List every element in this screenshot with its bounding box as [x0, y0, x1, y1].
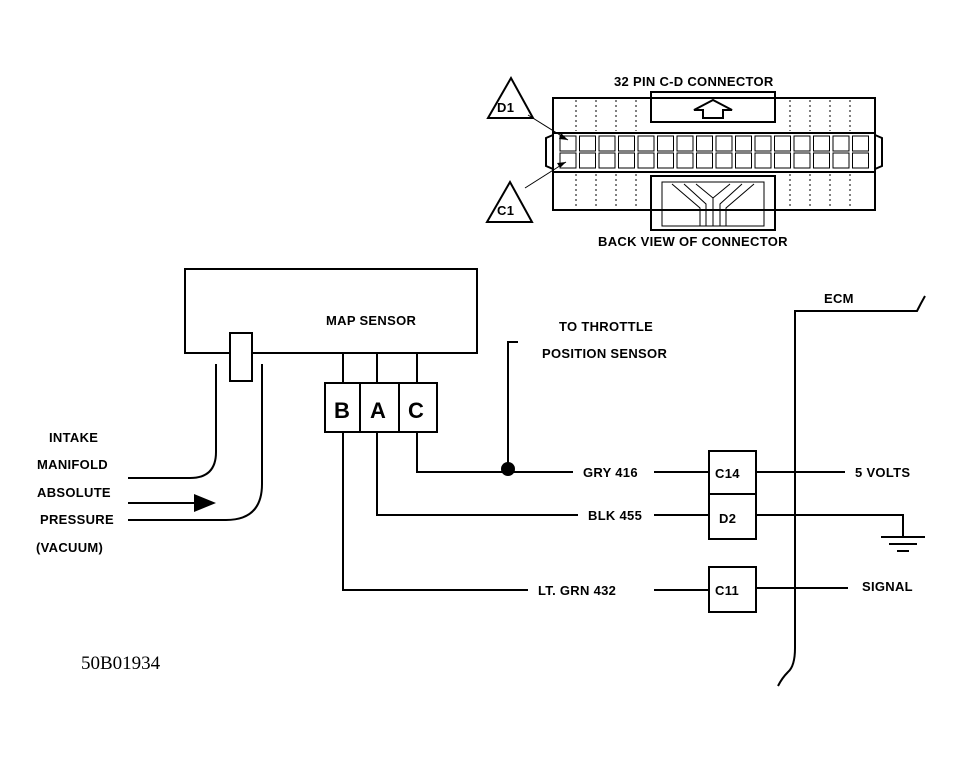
connector-pin-cavity	[618, 135, 635, 152]
up-arrow-icon	[693, 98, 733, 119]
svg-text:D1: D1	[497, 100, 514, 115]
connector-pin-cavity	[793, 152, 811, 169]
marker-d1: D1	[486, 75, 569, 141]
connector-pin-cavity	[754, 152, 772, 169]
svg-text:ABSOLUTE: ABSOLUTE	[37, 485, 111, 500]
connector-pin-cavity	[598, 152, 616, 169]
intake-label: INTAKE MANIFOLD ABSOLUTE PRESSURE (VACUU…	[36, 430, 114, 555]
throttle-label: TO THROTTLE POSITION SENSOR	[507, 319, 667, 469]
ground-symbol-icon	[881, 536, 925, 552]
svg-text:MANIFOLD: MANIFOLD	[37, 457, 108, 472]
connector-pin-cavity	[657, 152, 674, 169]
pin-a: A	[370, 398, 386, 423]
connector-pin-cavity	[637, 135, 655, 152]
wire-gry-label: GRY 416	[583, 465, 638, 480]
connector-pin-cavity	[735, 152, 752, 169]
svg-text:C1: C1	[497, 203, 514, 218]
connector-pin-cavity	[813, 152, 830, 169]
map-sensor-label: MAP SENSOR	[326, 313, 416, 328]
splice-junction	[501, 462, 515, 476]
ecm: ECM C14 D2 C11 5 VOLTS SIGNAL	[708, 291, 926, 687]
vacuum-hose-inner	[128, 364, 263, 521]
svg-text:POSITION SENSOR: POSITION SENSOR	[542, 346, 667, 361]
ecm-pin-block-c14-d2: C14 D2	[708, 450, 757, 540]
connector-pin-cavity	[852, 152, 869, 169]
wire-gry-416	[416, 432, 573, 473]
sensor-connector: B A C	[324, 382, 438, 433]
svg-text:INTAKE: INTAKE	[49, 430, 98, 445]
connector-pin-cavity	[793, 135, 811, 152]
ecm-ground-wire	[756, 514, 904, 536]
c-d-connector: 32 PIN C-D CONNECTOR	[485, 74, 883, 249]
connector-pin-cavity	[618, 152, 635, 169]
connector-pin-grid	[559, 135, 869, 169]
connector-pin-cavity	[832, 135, 850, 152]
connector-pin-cavity	[832, 152, 850, 169]
pin-c: C	[408, 398, 424, 423]
connector-pin-cavity	[715, 152, 733, 169]
connector-pin-cavity	[813, 135, 830, 152]
ecm-boundary-break	[777, 647, 796, 687]
ecm-pin-c14: C14	[715, 466, 740, 481]
connector-pin-cavity	[676, 152, 694, 169]
connector-pin-cavity	[754, 135, 772, 152]
svg-text:(VACUUM): (VACUUM)	[36, 540, 103, 555]
ecm-pin-block-c11: C11	[708, 566, 757, 613]
connector-pin-cavity	[598, 135, 616, 152]
map-sensor: MAP SENSOR B A C	[128, 268, 478, 521]
wire-blk-455	[376, 432, 578, 516]
connector-latch-y-shape	[661, 181, 765, 227]
svg-text:TO THROTTLE: TO THROTTLE	[559, 319, 653, 334]
connector-pin-cavity	[774, 135, 791, 152]
ecm-boundary	[794, 295, 926, 648]
connector-pin-cavity	[735, 135, 752, 152]
wire-grn-label: LT. GRN 432	[538, 583, 616, 598]
connector-pin-cavity	[696, 135, 713, 152]
wire-blk-label: BLK 455	[588, 508, 642, 523]
connector-pin-cavity	[676, 135, 694, 152]
connector-pin-cavity	[559, 152, 577, 169]
ecm-pin-d2: D2	[719, 511, 736, 526]
wire-lt-grn-432	[342, 432, 528, 591]
vacuum-hose-outer	[128, 364, 217, 479]
ecm-signal-label: SIGNAL	[862, 579, 913, 594]
pin-b: B	[334, 398, 350, 423]
connector-caption: BACK VIEW OF CONNECTOR	[598, 234, 788, 249]
connector-title: 32 PIN C-D CONNECTOR	[614, 74, 774, 89]
marker-c1: C1	[485, 161, 567, 223]
ecm-5-volts-label: 5 VOLTS	[855, 465, 910, 480]
connector-pin-cavity	[715, 135, 733, 152]
wiring: GRY 416 BLK 455 LT. GRN 432	[342, 432, 709, 598]
connector-pin-cavity	[579, 152, 596, 169]
ecm-label: ECM	[824, 291, 854, 306]
connector-pin-cavity	[774, 152, 791, 169]
figure-id: 50B01934	[81, 653, 161, 674]
connector-pin-cavity	[852, 135, 869, 152]
connector-pin-cavity	[637, 152, 655, 169]
connector-pin-cavity	[579, 135, 596, 152]
flow-arrow-icon	[128, 494, 216, 512]
ecm-pin-c11: C11	[715, 583, 739, 598]
connector-body	[545, 91, 883, 231]
connector-pin-cavity	[559, 135, 577, 152]
connector-pin-cavity	[696, 152, 713, 169]
svg-text:PRESSURE: PRESSURE	[40, 512, 114, 527]
vacuum-port	[229, 332, 253, 382]
connector-pin-cavity	[657, 135, 674, 152]
